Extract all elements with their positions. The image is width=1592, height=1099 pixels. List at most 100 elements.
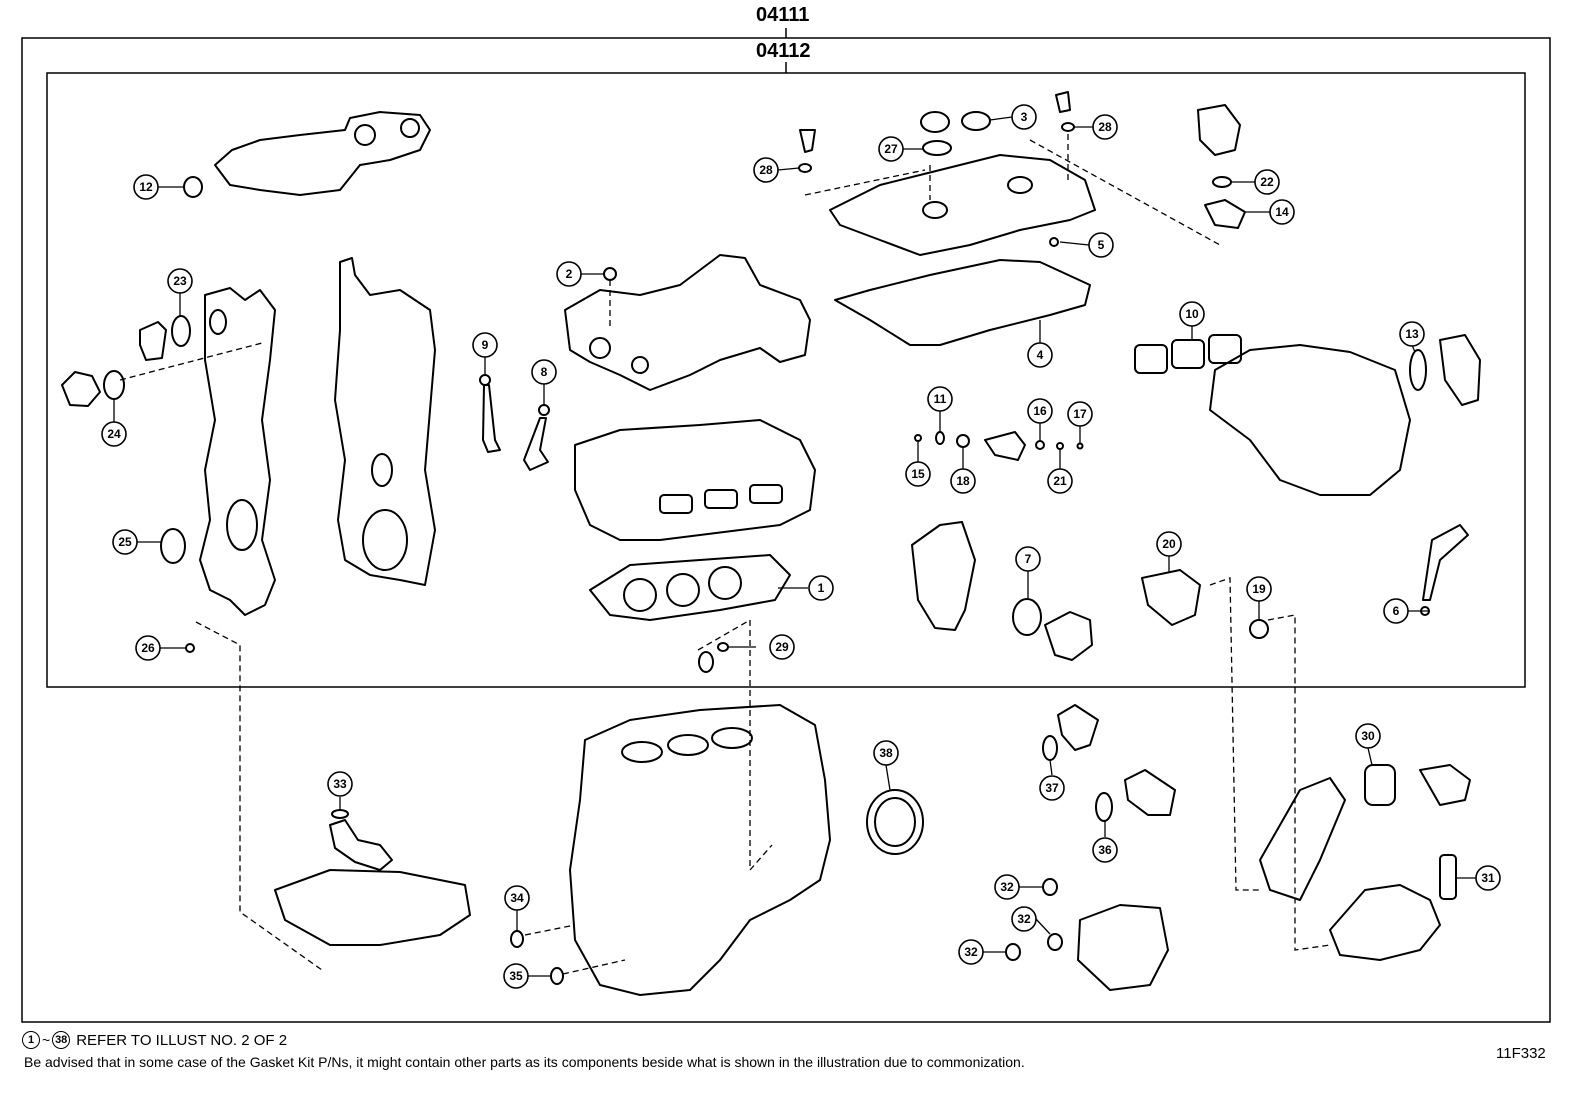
svg-text:19: 19 xyxy=(1252,582,1266,596)
svg-text:15: 15 xyxy=(911,467,925,481)
callout-24: 24 xyxy=(101,421,127,447)
callout-2: 2 xyxy=(556,261,582,287)
callout-28-left: 28 xyxy=(753,157,779,183)
gasket-27 xyxy=(922,140,952,156)
exhaust-gasket-31 xyxy=(1439,854,1457,900)
svg-text:25: 25 xyxy=(118,535,132,549)
outer-kit-frame xyxy=(21,37,1551,1023)
callout-7: 7 xyxy=(1015,546,1041,572)
callout-32-b: 32 xyxy=(1011,906,1037,932)
oil-pan xyxy=(274,869,471,946)
o-ring-23 xyxy=(171,315,191,347)
callout-4: 4 xyxy=(1027,342,1053,368)
callout-31: 31 xyxy=(1475,865,1501,891)
timing-chain-cover xyxy=(199,287,276,616)
seal-29-part xyxy=(698,651,714,673)
sensor-part xyxy=(984,431,1026,461)
oil-filler-cap xyxy=(920,111,950,133)
range-tilde: ~ xyxy=(42,1032,51,1048)
gasket-3 xyxy=(961,111,991,131)
oil-seal-25 xyxy=(160,528,186,564)
exhaust-valve xyxy=(523,417,549,471)
o-ring-37 xyxy=(1042,735,1058,761)
o-ring-35 xyxy=(550,967,564,985)
callout-13: 13 xyxy=(1399,321,1425,347)
callout-17: 17 xyxy=(1067,401,1093,427)
callout-1: 1 xyxy=(808,575,834,601)
callout-22: 22 xyxy=(1254,169,1280,195)
o-ring-36 xyxy=(1095,792,1113,822)
callout-21: 21 xyxy=(1047,468,1073,494)
svg-text:8: 8 xyxy=(541,365,548,379)
callouts: 1 2 3 4 5 6 7 8 9 10 11 12 13 14 15 16 1… xyxy=(101,104,1501,989)
outer-kit-code: 04111 xyxy=(756,4,810,26)
callout-12: 12 xyxy=(133,174,159,200)
svg-text:12: 12 xyxy=(139,180,153,194)
o-ring-13 xyxy=(1409,349,1427,391)
svg-text:9: 9 xyxy=(482,338,489,352)
refer-text: REFER TO ILLUST NO. 2 OF 2 xyxy=(76,1031,288,1049)
intake-manifold xyxy=(1209,344,1411,496)
o-ring-28b xyxy=(1061,122,1075,132)
callout-33: 33 xyxy=(327,771,353,797)
exhaust-pipe xyxy=(1329,884,1441,961)
callout-34: 34 xyxy=(504,885,530,911)
svg-text:38: 38 xyxy=(879,746,893,760)
svg-text:28: 28 xyxy=(759,163,773,177)
seal-8 xyxy=(538,404,550,416)
seal-2 xyxy=(603,267,617,281)
svg-text:31: 31 xyxy=(1481,871,1495,885)
o-ring-17 xyxy=(1076,442,1084,450)
svg-text:35: 35 xyxy=(509,969,523,983)
o-ring-18 xyxy=(956,434,970,448)
o-ring-15 xyxy=(914,434,922,442)
svg-text:16: 16 xyxy=(1033,404,1047,418)
throttle-adapter xyxy=(1439,334,1481,406)
callout-30: 30 xyxy=(1355,723,1381,749)
svg-text:21: 21 xyxy=(1053,474,1067,488)
throttle-body xyxy=(1197,104,1241,156)
callout-32-a: 32 xyxy=(994,874,1020,900)
inner-kit-code: 04112 xyxy=(756,40,811,62)
rear-oil-seal xyxy=(866,789,924,855)
oil-filter-bracket xyxy=(1077,904,1169,991)
egr-gasket-plate xyxy=(1141,569,1201,626)
callout-15: 15 xyxy=(905,461,931,487)
svg-text:27: 27 xyxy=(884,142,898,156)
leader-lines xyxy=(113,116,1476,977)
svg-text:23: 23 xyxy=(173,274,187,288)
thermostat-housing xyxy=(1124,769,1176,816)
callout-28-right: 28 xyxy=(1092,114,1118,140)
o-ring-7 xyxy=(1012,598,1042,636)
svg-text:34: 34 xyxy=(510,891,524,905)
callout-3: 3 xyxy=(1011,104,1037,130)
refer-note: 1 ~ 38 REFER TO ILLUST NO. 2 OF 2 xyxy=(22,1031,287,1049)
o-ring-24 xyxy=(103,370,125,400)
camshaft-housing xyxy=(564,254,811,391)
callout-35: 35 xyxy=(503,963,529,989)
svg-text:37: 37 xyxy=(1045,781,1059,795)
svg-text:20: 20 xyxy=(1162,537,1176,551)
callout-27: 27 xyxy=(878,136,904,162)
svg-text:28: 28 xyxy=(1098,120,1112,134)
svg-text:10: 10 xyxy=(1185,307,1199,321)
callout-23: 23 xyxy=(167,268,193,294)
dipstick-guide xyxy=(1422,524,1469,601)
callout-37: 37 xyxy=(1039,775,1065,801)
svg-text:17: 17 xyxy=(1073,407,1087,421)
exhaust-gasket-30 xyxy=(1364,764,1396,806)
svg-text:32: 32 xyxy=(1017,912,1031,926)
svg-text:13: 13 xyxy=(1405,327,1419,341)
svg-text:32: 32 xyxy=(1000,880,1014,894)
svg-text:14: 14 xyxy=(1275,205,1289,219)
clip-32a xyxy=(1042,878,1058,896)
range-start-circle: 1 xyxy=(22,1031,40,1049)
oil-strainer xyxy=(329,819,393,871)
water-bypass xyxy=(1057,704,1099,751)
svg-text:5: 5 xyxy=(1098,238,1105,252)
svg-text:24: 24 xyxy=(107,427,121,441)
o-ring-28a xyxy=(798,163,812,173)
svg-text:18: 18 xyxy=(956,474,970,488)
intake-valve xyxy=(482,384,501,453)
clip-32b xyxy=(1047,933,1063,951)
